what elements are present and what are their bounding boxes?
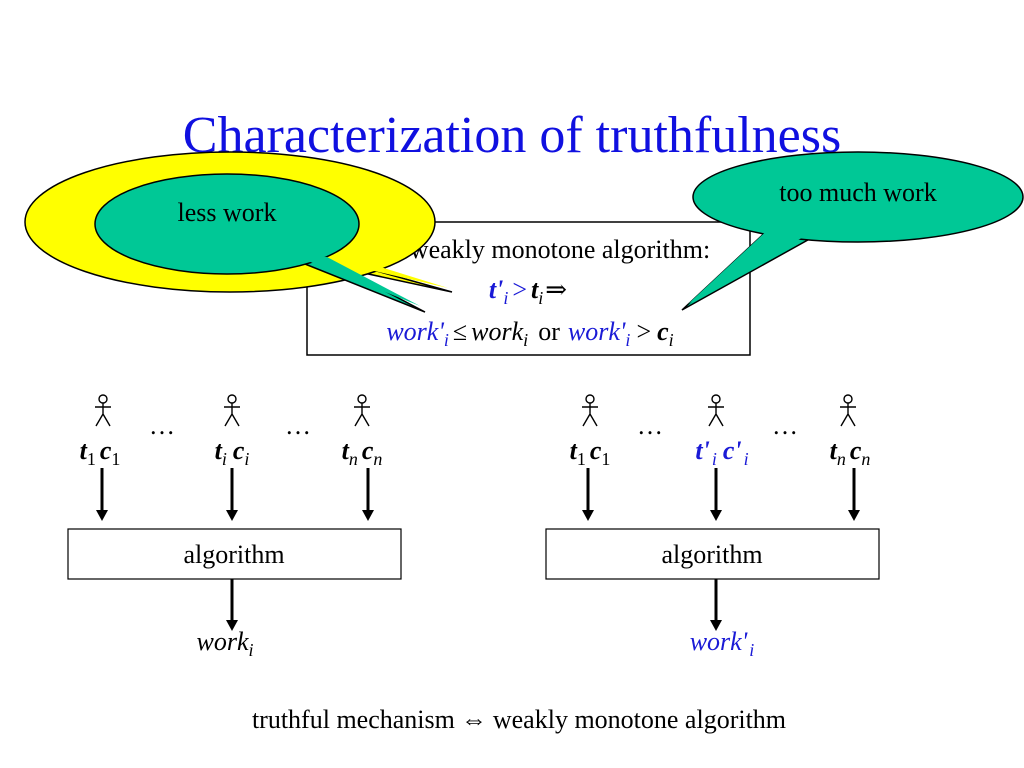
ellipsis: …	[149, 411, 175, 440]
down-arrow-icon	[710, 468, 722, 521]
down-arrow-icon	[96, 468, 108, 521]
stick-figure-icon	[840, 394, 856, 427]
down-arrow-icon	[710, 579, 722, 631]
ellipsis: …	[285, 411, 311, 440]
ellipsis: …	[772, 411, 798, 440]
output-work: worki	[196, 627, 253, 660]
stick-figure-icon	[95, 394, 111, 427]
down-arrow-icon	[362, 468, 374, 521]
too-much-work-text: too much work	[779, 178, 936, 207]
algorithm-label: algorithm	[661, 540, 762, 569]
less-work-callout: less work	[94, 173, 426, 313]
down-arrow-icon	[848, 468, 860, 521]
stick-figure-icon	[354, 394, 370, 427]
algorithm-box	[67, 528, 402, 580]
stick-figure-icon	[224, 394, 240, 427]
output-work-prime: work'i	[690, 627, 755, 660]
down-arrow-icon	[226, 579, 238, 631]
definition-heading: weakly monotone algorithm:	[410, 235, 710, 264]
footer-statement: truthful mechanism⇔weakly monotone algor…	[252, 705, 786, 734]
less-work-text: less work	[178, 198, 277, 227]
stick-figure-icon	[582, 394, 598, 427]
stick-figure-icon	[708, 394, 724, 427]
ellipsis: …	[637, 411, 663, 440]
too-much-work-callout: too much work	[681, 151, 1024, 311]
monotone-condition: t'i>ti⇒	[489, 275, 567, 308]
algorithm-label: algorithm	[183, 540, 284, 569]
algorithm-box	[545, 528, 880, 580]
down-arrow-icon	[226, 468, 238, 521]
down-arrow-icon	[582, 468, 594, 521]
